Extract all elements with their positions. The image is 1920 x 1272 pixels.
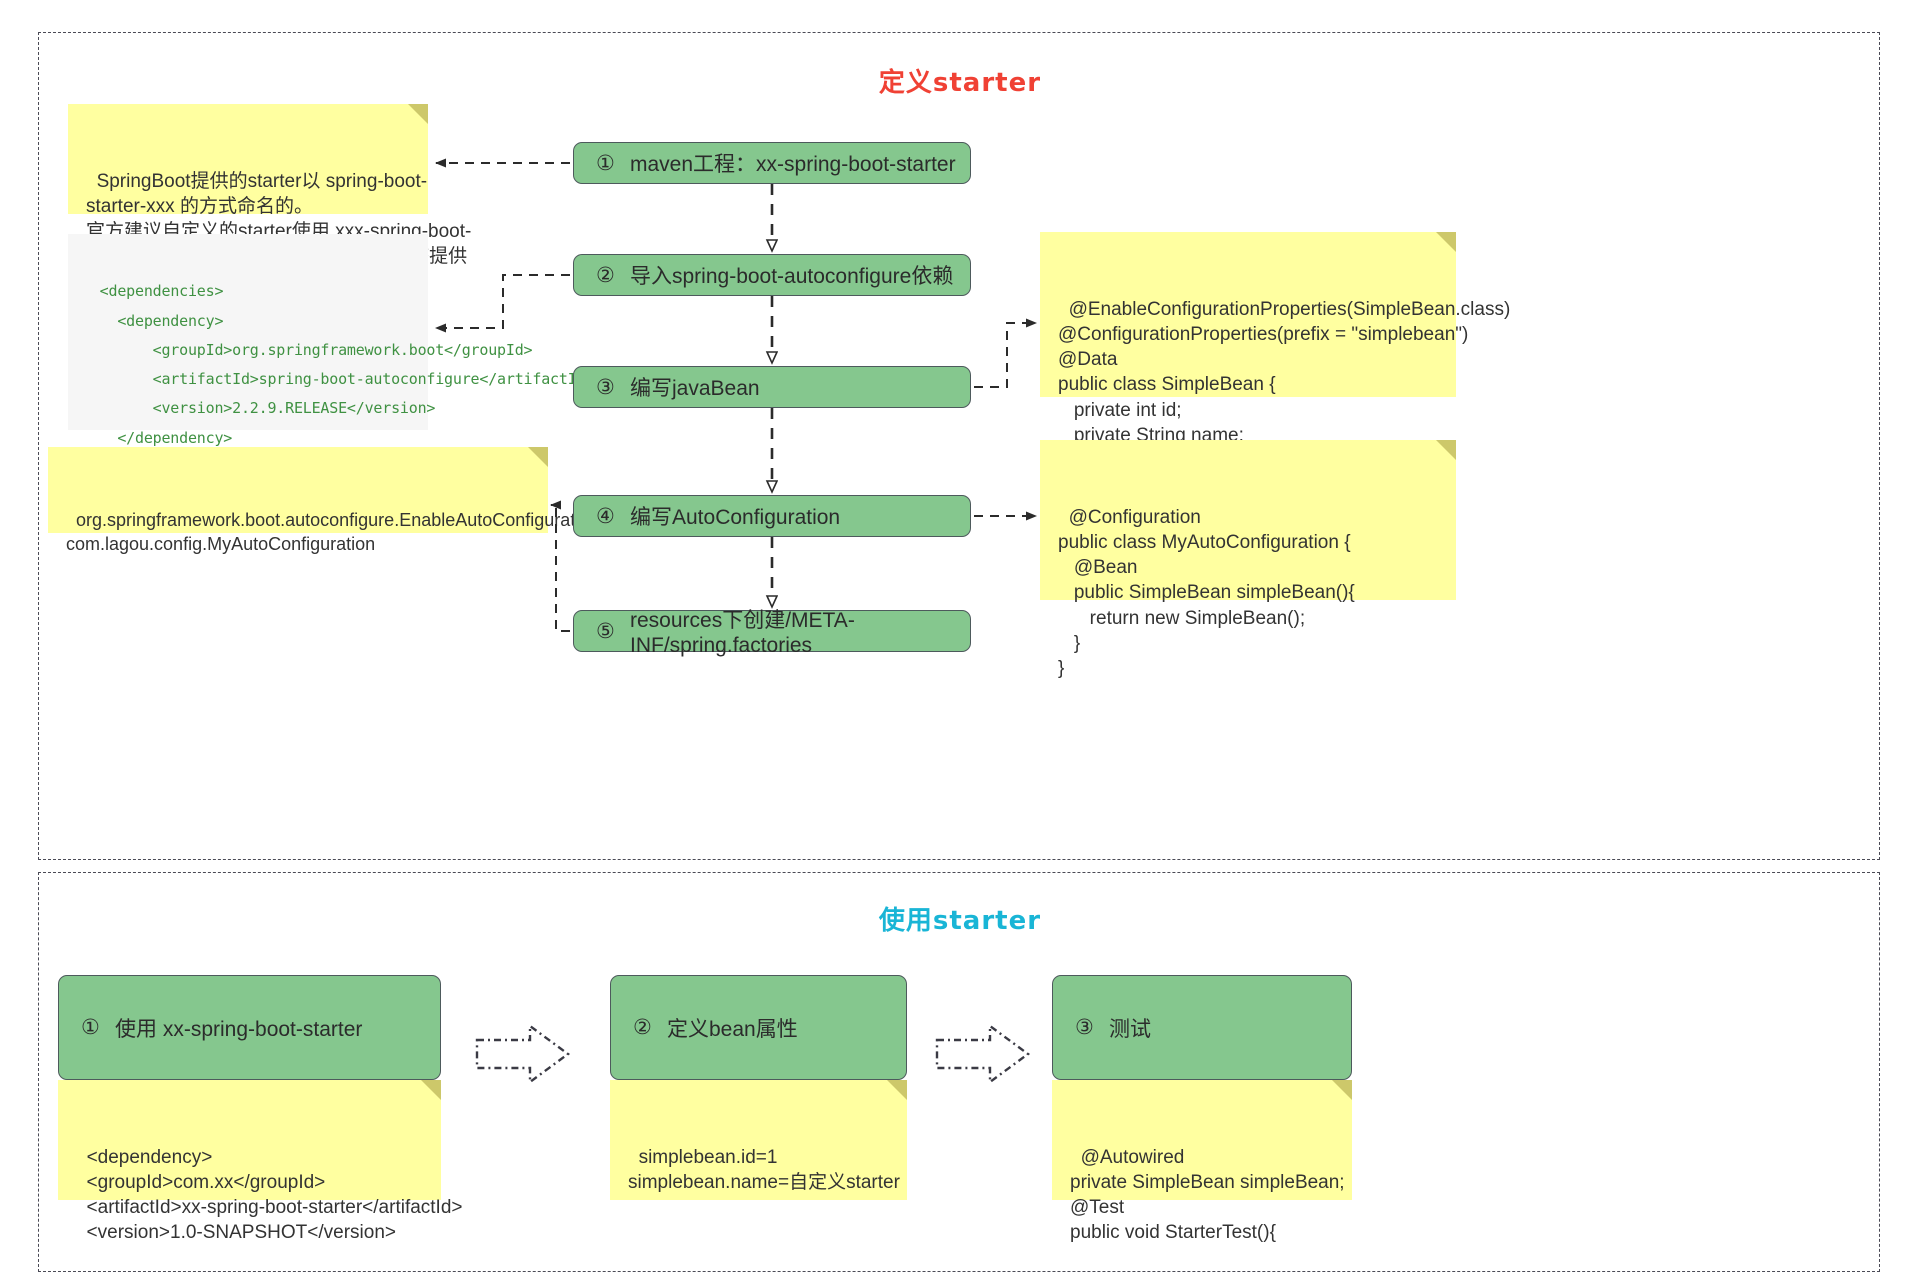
note-fold-corner-icon — [1332, 1080, 1352, 1100]
note-fold-corner-icon — [1436, 232, 1456, 252]
use-step-box-1-use-starter[interactable]: ① 使用 xx-spring-boot-starter — [58, 975, 441, 1080]
step-box-5-create-spring-factories[interactable]: ⑤ resources下创建/META-INF/spring.factories — [573, 609, 971, 657]
note-my-auto-configuration-code: @Configuration public class MyAutoConfig… — [1040, 440, 1456, 679]
note-fold-corner-icon — [887, 1080, 907, 1100]
step-number: ⑤ — [596, 619, 615, 643]
step-number: ③ — [1075, 1016, 1094, 1039]
code-block-pom-dependencies: <dependencies> <dependency> <groupId>org… — [68, 234, 594, 476]
step-label: 编写AutoConfiguration — [630, 506, 841, 529]
note-fold-corner-icon — [421, 1080, 441, 1100]
note-use-step-2-properties: simplebean.id=1 simplebean.name=自定义start… — [610, 1080, 907, 1200]
use-step-box-2-define-bean-properties[interactable]: ② 定义bean属性 — [610, 975, 907, 1080]
step-label: resources下创建/META-INF/spring.factories — [630, 609, 855, 657]
note-simple-bean-code: @EnableConfigurationProperties(SimpleBea… — [1040, 232, 1510, 471]
step-label: 编写javaBean — [630, 377, 760, 400]
step-number: ③ — [596, 375, 615, 399]
note-use-step-2-text: simplebean.id=1 simplebean.name=自定义start… — [628, 1146, 900, 1193]
step-box-4-write-autoconfiguration[interactable]: ④ 编写AutoConfiguration — [573, 495, 971, 537]
step-box-3-write-javabean[interactable]: ③ 编写javaBean — [573, 366, 971, 408]
use-starter-title: 使用starter — [878, 906, 1042, 936]
step-label: 使用 xx-spring-boot-starter — [115, 1017, 363, 1041]
note-fold-corner-icon — [408, 104, 428, 124]
step-box-1-maven-project[interactable]: ① maven工程：xx-spring-boot-starter — [573, 142, 971, 184]
define-starter-title: 定义starter — [878, 68, 1042, 98]
note-spring-factories: org.springframework.boot.autoconfigure.E… — [48, 447, 615, 554]
step-number: ④ — [596, 504, 615, 528]
step-label: 导入spring-boot-autoconfigure依赖 — [630, 265, 954, 288]
use-step-box-3-test[interactable]: ③ 测试 — [1052, 975, 1352, 1080]
note-simple-bean-text: @EnableConfigurationProperties(SimpleBea… — [1058, 298, 1511, 472]
note-fold-corner-icon — [528, 447, 548, 467]
step-box-2-import-autoconfigure[interactable]: ② 导入spring-boot-autoconfigure依赖 — [573, 254, 971, 296]
step-number: ② — [596, 263, 615, 287]
step-number: ② — [633, 1016, 652, 1039]
note-my-auto-configuration-text: @Configuration public class MyAutoConfig… — [1058, 506, 1355, 680]
step-label: maven工程：xx-spring-boot-starter — [630, 153, 956, 176]
step-number: ① — [596, 151, 615, 175]
note-use-step-1-dependency: <dependency> <groupId>com.xx</groupId> <… — [58, 1080, 463, 1243]
step-number: ① — [81, 1016, 100, 1039]
step-label: 测试 — [1109, 1017, 1151, 1041]
note-starter-naming: SpringBoot提供的starter以 spring-boot- start… — [68, 104, 471, 293]
step-label: 定义bean属性 — [667, 1017, 798, 1041]
note-use-step-3-test-code: @Autowired private SimpleBean simpleBean… — [1052, 1080, 1352, 1243]
note-fold-corner-icon — [1436, 440, 1456, 460]
note-spring-factories-text: org.springframework.boot.autoconfigure.E… — [66, 509, 615, 554]
